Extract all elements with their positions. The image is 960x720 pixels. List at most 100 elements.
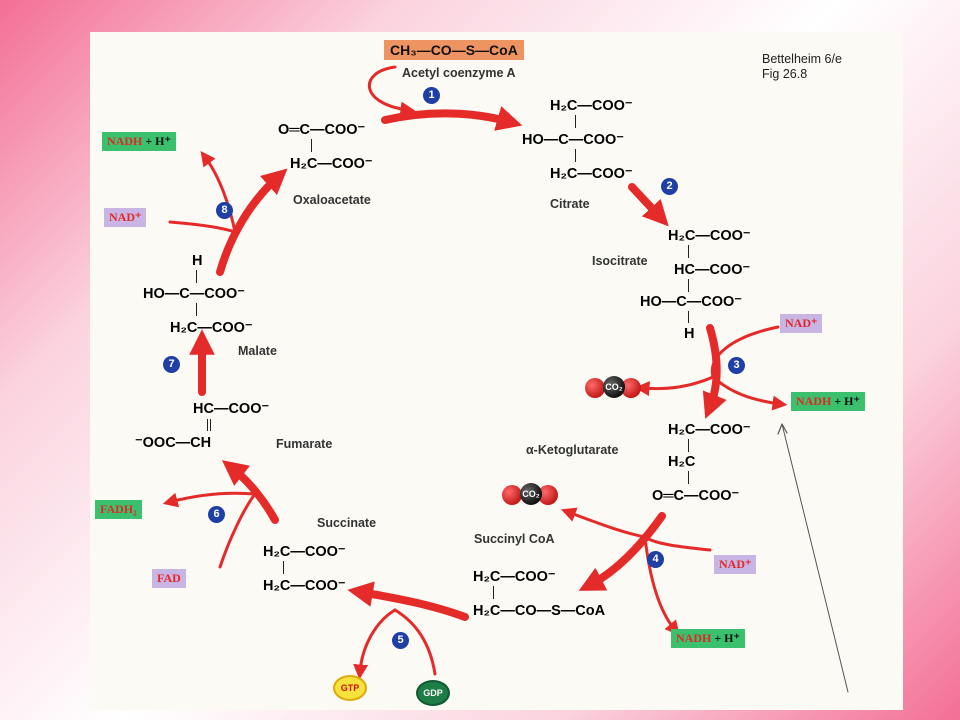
figure-caption: Bettelheim 6/e Fig 26.8 [762,52,842,82]
malate-bond-1 [196,270,197,283]
nadh-text: NADH [676,631,712,645]
oxaloacetate-label: Oxaloacetate [293,193,371,207]
co2-molecule-step-4: CO₂ [502,483,558,507]
co2-label: CO₂ [520,483,542,505]
malate-row-3: H₂C—COO⁻ [170,320,253,336]
arrow-step-3 [702,324,727,419]
arrow-step-3-nadh-out [711,375,788,411]
succinyl-coa-row-1: H₂C—COO⁻ [473,569,556,585]
ketoglutarate-bond-2 [688,471,689,484]
co2-label: CO₂ [603,376,625,398]
oxaloacetate-bond [311,139,312,152]
citrate-row-3: H₂C—COO⁻ [550,166,633,182]
isocitrate-row-2: HC—COO⁻ [674,262,751,278]
arrow-step-4-co2-out [560,507,647,539]
ketoglutarate-label: α-Ketoglutarate [526,443,619,457]
tca-cycle-figure: Bettelheim 6/e Fig 26.8 CH₃—CO—S—CoA Ace… [90,32,903,710]
nadh-text: NADH [107,134,143,148]
arrow-step-5 [347,581,469,621]
co2-molecule-step-3: CO₂ [585,376,641,400]
arrow-step-6-fadh2-out [162,491,257,508]
oxygen-atom-icon [585,378,605,398]
arrow-step-8-nad-in [168,220,237,234]
oxygen-atom-icon [502,485,522,505]
reaction-arrows [162,65,849,693]
arrow-step-5-gdp-in [393,608,437,676]
citrate-bond-1 [575,115,576,128]
step-6-marker: 6 [208,506,225,523]
acetyl-coa-name: Acetyl coenzyme A [402,66,516,80]
succinate-bond [283,561,284,574]
succinate-row-1: H₂C—COO⁻ [263,544,346,560]
arrow-step-3-co2-out [634,375,715,397]
pointer-arrowhead [777,423,788,435]
nadh-box-step-8: NADH + H⁺ [102,132,176,151]
succinyl-coa-bond [493,586,494,599]
oxaloacetate-row-2: H₂C—COO⁻ [290,156,373,172]
hplus-text: + H⁺ [145,134,171,148]
arrow-step-4-nadh-out [643,535,680,636]
fumarate-label: Fumarate [276,437,333,451]
citrate-label: Citrate [550,197,590,211]
malate-label: Malate [238,344,277,358]
fumarate-row-1: HC—COO⁻ [193,401,270,417]
isocitrate-bond-3 [688,311,689,323]
malate-bond-2 [196,303,197,316]
nadh-text: NADH [796,394,832,408]
succinate-row-2: H₂C—COO⁻ [263,578,346,594]
ketoglutarate-bond-1 [688,439,689,452]
step-1-marker: 1 [423,87,440,104]
isocitrate-label: Isocitrate [592,254,648,268]
fadh2-box: FADH₂ [95,500,142,519]
citrate-row-1: H₂C—COO⁻ [550,98,633,114]
ketoglutarate-row-1: H₂C—COO⁻ [668,422,751,438]
isocitrate-row-4: H [684,326,695,342]
oxygen-atom-icon [538,485,558,505]
arrow-step-4 [578,512,666,591]
isocitrate-bond-1 [688,245,689,258]
arrow-step-6-fad-in [218,492,257,569]
succinyl-coa-row-2: H₂C—CO—S—CoA [473,603,606,619]
isocitrate-row-3: HO—C—COO⁻ [640,294,742,310]
malate-row-2: HO—C—COO⁻ [143,286,245,302]
succinate-label: Succinate [317,516,377,530]
citrate-row-2: HO—C—COO⁻ [522,132,624,148]
arrow-step-8-nadh-out [200,150,237,234]
nadh-box-step-4: NADH + H⁺ [671,629,745,648]
arrow-step-6 [221,460,279,524]
arrow-step-3-nad-in [710,325,780,379]
isocitrate-row-1: H₂C—COO⁻ [668,228,751,244]
ketoglutarate-row-3: O═C—COO⁻ [652,488,740,504]
fumarate-row-2: ⁻OOC—CH [135,435,212,451]
arrow-step-2 [628,183,669,227]
pointer-line [781,423,849,693]
fumarate-double-bond [207,419,211,431]
step-3-marker: 3 [728,357,745,374]
acetyl-coa-formula: CH₃—CO—S—CoA [384,40,524,60]
nad-box-step-4: NAD⁺ [714,555,757,574]
step-7-marker: 7 [163,356,180,373]
oxygen-atom-icon [621,378,641,398]
gtp-badge: GTP [333,675,367,701]
hplus-text: + H⁺ [714,631,740,645]
isocitrate-bond-2 [688,279,689,292]
step-8-marker: 8 [216,202,233,219]
step-2-marker: 2 [661,178,678,195]
hplus-text: + H⁺ [834,394,860,408]
nad-box-step-3: NAD⁺ [780,314,823,333]
step-5-marker: 5 [392,632,409,649]
caption-source: Bettelheim 6/e [762,52,842,66]
caption-figure-number: Fig 26.8 [762,67,808,81]
oxaloacetate-row-1: O═C—COO⁻ [278,122,366,138]
arrow-step-8 [216,168,288,276]
step-4-marker: 4 [647,551,664,568]
citrate-bond-2 [575,149,576,162]
succinyl-coa-label: Succinyl CoA [474,532,555,546]
malate-row-1: H [192,253,203,269]
arrow-step-5-gtp-out [353,608,397,680]
ketoglutarate-row-2: H₂C [668,454,696,470]
nadh-box-step-3: NADH + H⁺ [791,392,865,411]
arrow-step-1 [381,106,523,131]
gdp-badge: GDP [416,680,450,706]
fad-box: FAD [152,569,186,588]
